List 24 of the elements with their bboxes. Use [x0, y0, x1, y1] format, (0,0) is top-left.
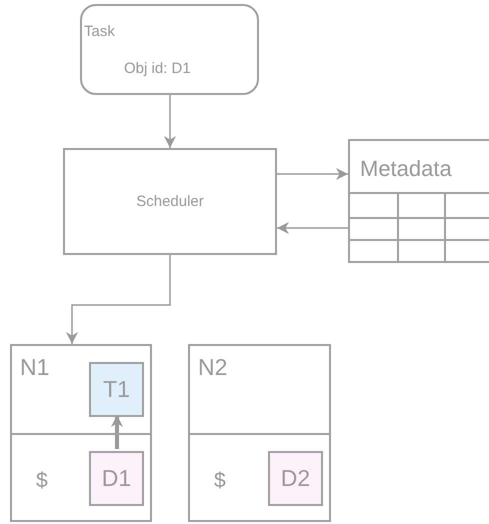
- node-label: D2: [280, 467, 312, 490]
- node-label: T1: [102, 378, 131, 401]
- node-label: $: [36, 470, 48, 491]
- node-box: [10, 344, 152, 522]
- node-label: $: [214, 470, 226, 491]
- arrow: [111, 415, 123, 449]
- arrow: [164, 95, 176, 148]
- arrow: [277, 222, 348, 234]
- arrow: [277, 168, 348, 180]
- node-label: N2: [198, 356, 228, 379]
- node-label: D1: [100, 467, 132, 490]
- task-box: [80, 4, 259, 95]
- node-title: Task: [84, 24, 115, 39]
- arrow: [66, 255, 171, 344]
- node-box: [188, 344, 331, 522]
- data-slot: [89, 451, 144, 506]
- data-slot: [268, 451, 323, 506]
- scheduler-box: [63, 148, 277, 255]
- node-label: Scheduler: [135, 194, 205, 209]
- node-label: Obj id: D1: [124, 61, 191, 76]
- metadata-table: [348, 139, 489, 263]
- node-label: N1: [20, 356, 50, 379]
- task-slot: [89, 362, 144, 417]
- node-label: Metadata: [360, 158, 452, 180]
